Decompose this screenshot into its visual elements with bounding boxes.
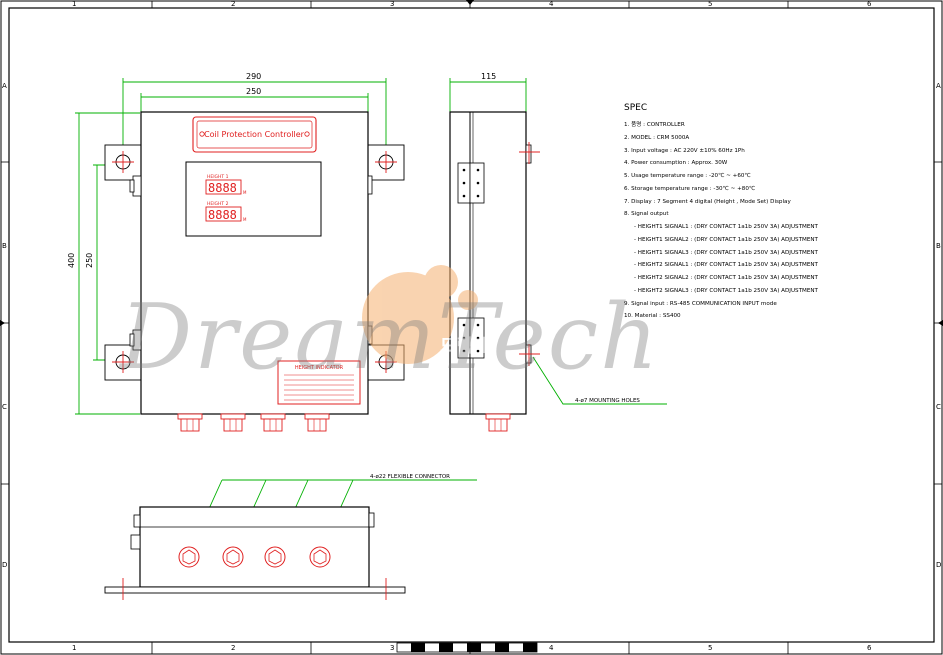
- dim-depth: 115: [481, 72, 496, 81]
- watermark-logo-text: 드림테크: [440, 336, 506, 357]
- display2-value: 8888: [208, 208, 237, 222]
- col-label: 6: [867, 0, 872, 8]
- display2-unit: M: [243, 217, 247, 222]
- spec-item: 9. Signal input : RS-485 COMMUNICATION I…: [624, 300, 777, 307]
- spec-item: 7. Display : 7 Segment 4 digital (Height…: [624, 198, 791, 205]
- side-view: 115 4-ø7 MOUNTIN: [449, 72, 667, 432]
- row-label: C: [2, 403, 7, 411]
- col-label: 3: [390, 0, 394, 8]
- spec-item: 8. Signal output: [624, 211, 669, 218]
- watermark-logo: 드림테크: [362, 265, 506, 364]
- mounting-holes-label: 4-ø7 MOUNTING HOLES: [575, 398, 640, 404]
- spec-sub-item: - HEIGHT2 SIGNAL3 : (DRY CONTACT 1a1b 25…: [634, 287, 818, 294]
- bottom-view: 4-ø22 FLEXIBLE CONNECTOR: [104, 474, 477, 600]
- col-label: 1: [72, 0, 76, 8]
- display1-unit: M: [243, 190, 247, 195]
- spec-item: 6. Storage temperature range : -30℃ ~ +8…: [624, 185, 756, 192]
- row-label: A: [936, 82, 941, 90]
- dim-width-outer: 290: [246, 72, 261, 81]
- spec-item: 1. 품명 : CONTROLLER: [624, 122, 685, 128]
- inner-frame: [8, 7, 935, 643]
- row-label: D: [2, 561, 7, 569]
- col-label: 2: [231, 0, 235, 8]
- spec-item: 3. Input voltage : AC 220V ±10% 60Hz 1Ph: [624, 147, 745, 154]
- watermark-text: DreamTech: [120, 285, 661, 390]
- row-label: C: [936, 403, 941, 411]
- spec-item: 5. Usage temperature range : -20℃ ~ +60℃: [624, 173, 751, 179]
- spec-sub-item: - HEIGHT2 SIGNAL2 : (DRY CONTACT 1a1b 25…: [634, 275, 818, 281]
- center-mark-right: [938, 320, 943, 326]
- dim-width-inner: 250: [246, 87, 261, 96]
- row-label: A: [2, 82, 7, 90]
- spec-item: 10. Material : SS400: [624, 313, 681, 320]
- col-label: 4: [549, 0, 554, 8]
- front-view: 290 250 400 250: [67, 72, 405, 432]
- spec-sub-item: - HEIGHT1 SIGNAL2 : (DRY CONTACT 1a1b 25…: [634, 236, 818, 243]
- spec-title: SPEC: [624, 103, 648, 113]
- center-mark-top: [466, 0, 474, 5]
- col-label: 4: [549, 644, 554, 652]
- scale-bar: [396, 642, 538, 653]
- col-label: 6: [867, 644, 872, 652]
- connector-label: 4-ø22 FLEXIBLE CONNECTOR: [370, 474, 450, 480]
- display2-label: HEIGHT 2: [207, 201, 229, 207]
- col-label: 5: [708, 644, 712, 652]
- spec-item: 4. Power consumption : Approx. 30W: [624, 160, 728, 167]
- col-label: 5: [708, 0, 712, 8]
- dim-height-inner: 250: [85, 253, 94, 268]
- row-label: B: [936, 242, 941, 250]
- display1-value: 8888: [208, 181, 237, 195]
- spec-list: 1. 품명 : CONTROLLER 2. MODEL : CRM 5000A …: [624, 119, 924, 323]
- display1-label: HEIGHT 1: [207, 174, 229, 180]
- row-label: D: [936, 561, 941, 569]
- spec-sub-item: - HEIGHT1 SIGNAL3 : (DRY CONTACT 1a1b 25…: [634, 249, 818, 256]
- col-label: 3: [390, 644, 394, 652]
- spec-sub-item: - HEIGHT2 SIGNAL1 : (DRY CONTACT 1a1b 25…: [634, 262, 818, 269]
- spec-sub-item: - HEIGHT1 SIGNAL1 : (DRY CONTACT 1a1b 25…: [634, 224, 818, 230]
- dim-height-outer: 400: [67, 253, 76, 268]
- col-label: 2: [231, 644, 235, 652]
- row-label: B: [2, 242, 7, 250]
- nameplate-label: Coil Protection Controller: [204, 130, 305, 139]
- col-label: 1: [72, 644, 76, 652]
- center-mark-left: [0, 320, 5, 326]
- plate-title: HEIGHT INDICATOR: [295, 365, 344, 371]
- spec-item: 2. MODEL : CRM 5000A: [624, 134, 690, 141]
- front-glands: [177, 413, 330, 432]
